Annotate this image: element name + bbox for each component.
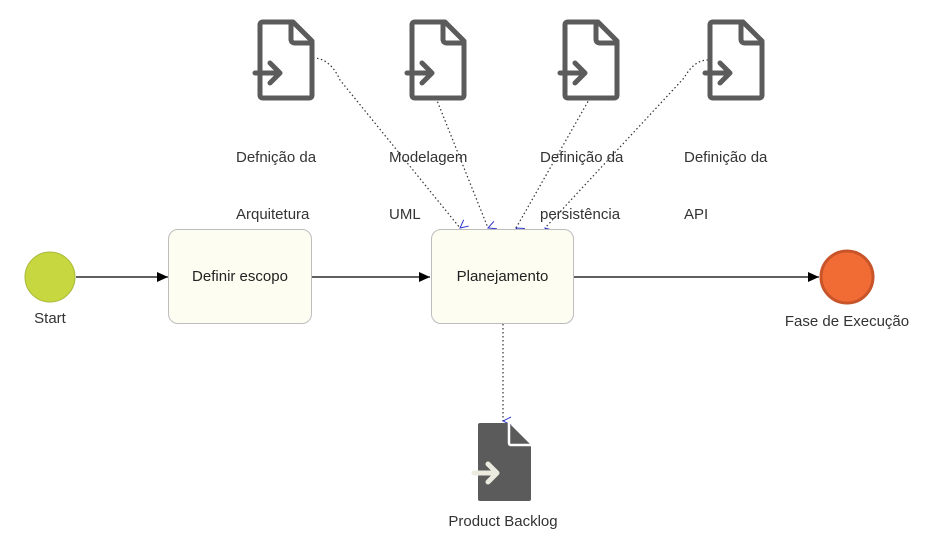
output-label-product-backlog: Product Backlog <box>448 513 558 530</box>
association-input-3[interactable] <box>516 97 591 228</box>
input-label-line: Modelagem <box>389 149 468 166</box>
input-label-api: Definição da API <box>684 110 767 243</box>
input-document-icon[interactable] <box>404 19 467 101</box>
input-label-architecture: Defnição da Arquitetura <box>236 110 316 243</box>
input-label-line: Definição da <box>684 149 768 166</box>
input-label-line: Definição da <box>540 149 624 166</box>
input-document-icon[interactable] <box>252 19 315 101</box>
output-document-icon[interactable] <box>471 423 531 501</box>
task-planning[interactable]: Planejamento <box>431 229 574 324</box>
input-document-icon[interactable] <box>557 19 620 101</box>
input-label-persistence: Definição da persistência <box>540 110 623 243</box>
association-input-2[interactable] <box>435 97 488 228</box>
input-label-line: UML <box>389 206 421 223</box>
input-label-uml: Modelagem UML <box>389 110 467 243</box>
task-define-scope[interactable]: Definir escopo <box>168 229 312 324</box>
input-label-line: API <box>684 206 709 223</box>
task-define-scope-label: Definir escopo <box>192 268 288 285</box>
association-input-1[interactable] <box>312 57 460 228</box>
input-label-line: persistência <box>540 206 621 223</box>
input-document-icon[interactable] <box>702 19 765 101</box>
input-label-line: Arquitetura <box>236 206 310 223</box>
end-event-label: Fase de Execução <box>784 313 910 330</box>
end-event[interactable] <box>819 249 875 305</box>
start-event[interactable] <box>24 251 76 303</box>
input-label-line: Defnição da <box>236 149 317 166</box>
task-planning-label: Planejamento <box>456 268 549 285</box>
start-event-label: Start <box>34 310 66 327</box>
